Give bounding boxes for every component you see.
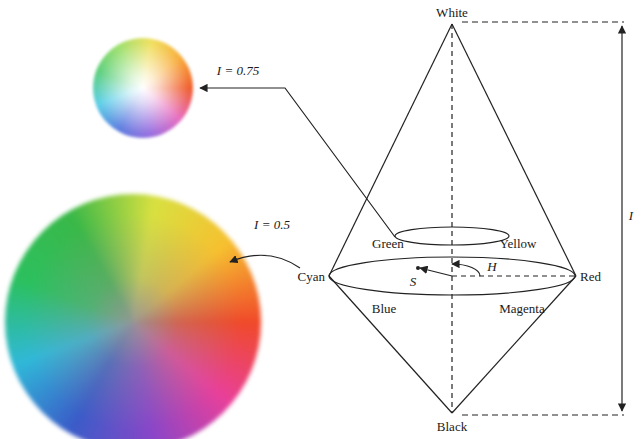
hue-label: Yellow <box>500 237 537 250</box>
hue-symbol: H <box>487 260 496 273</box>
hue-label: Cyan <box>298 270 325 283</box>
hue-label: Red <box>580 270 601 283</box>
saturation-symbol: S <box>410 275 417 288</box>
hue-label: Magenta <box>499 302 544 315</box>
hue-disk-intensity-half <box>5 194 261 439</box>
hue-label: Green <box>372 237 404 250</box>
pole-label: White <box>436 6 468 19</box>
intensity-label: I = 0.75 <box>217 64 259 77</box>
intensity-axis-label: I <box>629 209 633 222</box>
hue-disk-intensity-high <box>93 38 193 138</box>
intensity-label: I = 0.5 <box>254 218 290 231</box>
pole-label: Black <box>437 420 467 433</box>
hue-label: Blue <box>372 302 397 315</box>
